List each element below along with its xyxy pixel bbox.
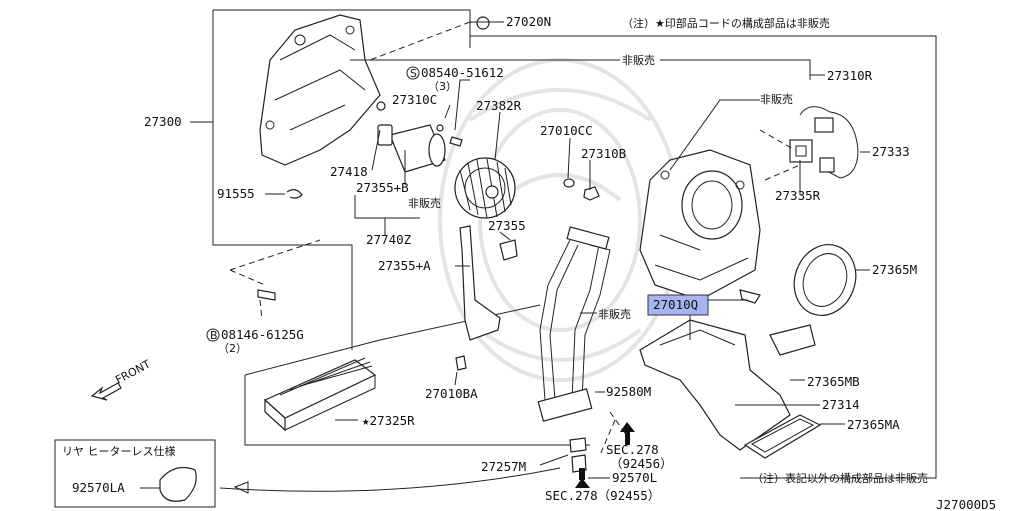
note-bottom: （注）表記以外の構成部品は非販売 [752, 471, 928, 485]
seal-27365MA [743, 414, 822, 459]
gasket-27365M [793, 244, 857, 316]
direction-arrows [575, 422, 635, 488]
circle-b-letter: B [210, 329, 218, 342]
label-27740Z: 27740Z [366, 232, 412, 247]
label-27325R: ★27325R [362, 413, 415, 428]
label-27300: 27300 [144, 114, 182, 129]
blower-housing [259, 14, 381, 166]
inset-part-92570LA: 92570LA [72, 480, 125, 495]
label-27310B: 27310B [581, 146, 626, 161]
label-27418: 27418 [330, 164, 368, 179]
label-27020N: 27020N [506, 14, 551, 29]
front-label: FRONT [113, 357, 153, 386]
label-27365MB: 27365MB [807, 374, 860, 389]
circle-s-letter: S [410, 67, 417, 80]
label-sec278-92455: SEC.278（92455） [545, 488, 660, 503]
label-27310R: 27310R [827, 68, 873, 83]
label-27010Q: 27010Q [653, 297, 698, 312]
heater-core [263, 357, 377, 432]
label-92580M: 92580M [606, 384, 651, 399]
duct-27314 [639, 319, 816, 451]
label-92570L: 92570L [612, 470, 657, 485]
label-08540-qty: （3） [428, 80, 457, 93]
hoses [159, 437, 587, 502]
label-08146-qty: （2） [218, 342, 247, 355]
figure-code: J27000D5 [936, 497, 996, 511]
label-sec278-92456: SEC.278 [606, 442, 659, 457]
label-08540: 08540-51612 [421, 65, 504, 80]
label-27355: 27355 [488, 218, 526, 233]
label-27365M: 27365M [872, 262, 917, 277]
blower-motor [377, 124, 446, 173]
label-27010BA: 27010BA [425, 386, 478, 401]
front-arrow-icon [90, 382, 122, 401]
leader-lines [54, 21, 870, 508]
label-27310C: 27310C [392, 92, 437, 107]
hardware [257, 16, 761, 371]
label-27382R: 27382R [476, 98, 522, 113]
label-hanbai-pipe: 非販売 [598, 308, 631, 321]
label-08146: 08146-6125G [221, 327, 304, 342]
inset-title: リヤ ヒーターレス仕様 [62, 444, 176, 458]
highlight-27010Q [647, 294, 709, 316]
labels: （注）★印部品コードの構成部品は非販売 27020N 非販売 27310R 非販… [62, 14, 996, 511]
label-27257M: 27257M [481, 459, 526, 474]
heater-pipes [459, 225, 611, 422]
label-27010CC: 27010CC [540, 123, 593, 138]
label-91555: 91555 [217, 186, 255, 201]
note-top: （注）★印部品コードの構成部品は非販売 [622, 16, 830, 30]
label-27355B: 27355+B [356, 180, 409, 195]
circle-markers [206, 66, 420, 342]
label-hanbai-27310R: 非販売 [760, 93, 793, 106]
heater-unit [639, 149, 761, 301]
label-27365MA: 27365MA [847, 417, 900, 432]
label-hanbai-27355B: 非販売 [408, 197, 441, 210]
label-27314: 27314 [822, 397, 860, 412]
label-sec278-92456-sub: （92456） [610, 456, 673, 471]
label-27355A: 27355+A [378, 258, 431, 273]
label-hanbai-top: 非販売 [622, 54, 655, 67]
label-27333: 27333 [872, 144, 910, 159]
wiring-27333 [789, 106, 859, 179]
label-27335R: 27335R [775, 188, 821, 203]
blower-fan [454, 157, 516, 219]
